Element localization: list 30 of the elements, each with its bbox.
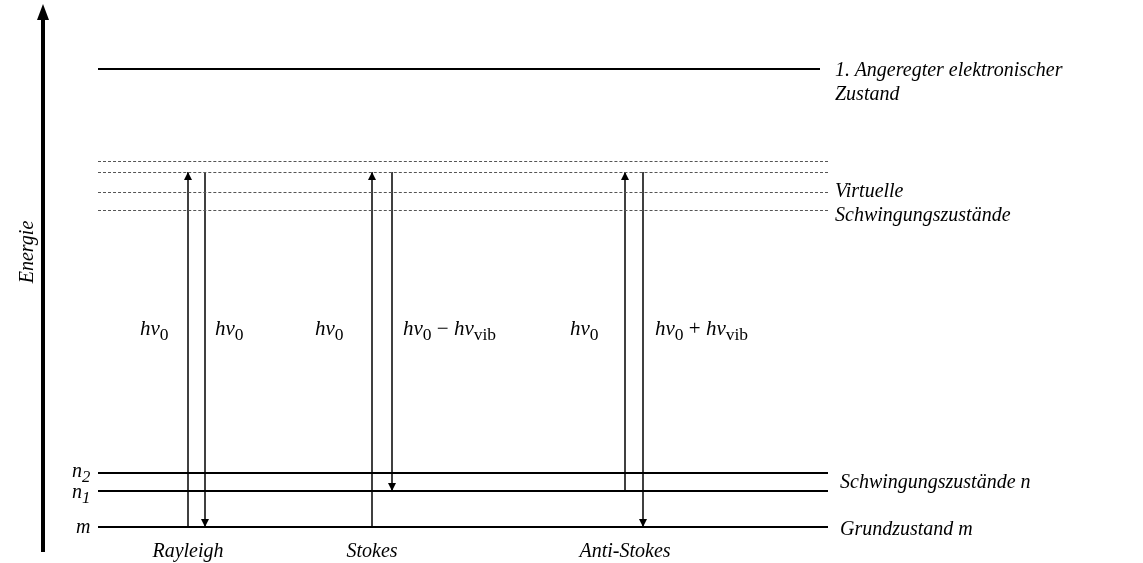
energy-level-line: [98, 490, 828, 492]
energy-level-line: [98, 526, 828, 528]
transition-arrow: [388, 171, 396, 492]
edge-label: hν$_{0}$: [215, 316, 244, 347]
energy-level-line: [98, 472, 828, 474]
virtual-level-line: [98, 171, 828, 173]
level-label: m: [76, 514, 91, 538]
level-label: 1. Angeregter elektronischer Zustand: [835, 57, 1064, 105]
transition-arrow: [184, 171, 192, 528]
level-label: Grundzustand m: [840, 516, 973, 540]
transition-arrow: [201, 171, 209, 528]
virtual-level-line: [98, 191, 828, 193]
level-label: n$_{2}$: [72, 458, 91, 488]
edge-label: hν$_{0}$: [140, 316, 169, 347]
level-label: Virtuelle Schwingungszustände: [835, 178, 1012, 226]
scattering-type-label: Rayleigh: [152, 538, 224, 562]
transition-arrow: [639, 171, 647, 528]
edge-label: hν$_{0}$: [315, 316, 344, 347]
edge-label: hν$_{0}$ + hν$_{vib}$: [655, 316, 749, 347]
virtual-level-line: [98, 209, 828, 211]
transition-arrow: [368, 171, 376, 528]
virtual-level-line: [98, 160, 828, 162]
scattering-type-label: Anti-Stokes: [579, 538, 671, 562]
energy-level-line: [98, 68, 820, 70]
scattering-type-label: Stokes: [346, 538, 398, 562]
edge-label: hν$_{0}$ − hν$_{vib}$: [403, 316, 497, 347]
level-label: Schwingungszustände n: [840, 469, 1031, 493]
transition-arrow: [621, 171, 629, 492]
edge-label: hν$_{0}$: [570, 316, 599, 347]
axis-label: Energie: [14, 220, 39, 284]
